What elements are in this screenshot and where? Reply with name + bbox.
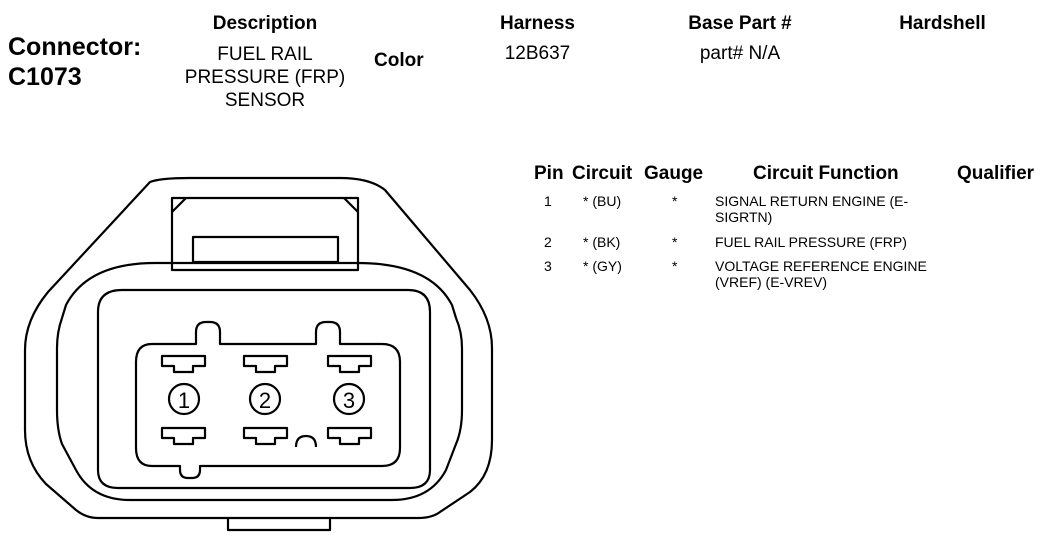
circuit-function: SIGNAL RETURN ENGINE (E-SIGRTN) [715,193,909,225]
circuit-value: * (GY) [583,258,622,274]
column-header-pin: Pin [534,163,564,184]
column-header-qualifier: Qualifier [957,163,1035,184]
base-part-header: Base Part # [688,13,792,34]
pin-1-label: 1 [178,388,190,413]
harness-value: 12B637 [504,43,571,64]
description-header: Description [212,13,318,34]
column-header-circuit-function: Circuit Function [753,163,899,184]
pin-3-label: 3 [343,388,355,413]
connector-face-diagram: 1 2 3 [23,176,494,532]
column-header-gauge: Gauge [644,163,704,184]
housing-inner-wall [55,261,464,502]
circuit-function: FUEL RAIL PRESSURE (FRP) [715,234,907,250]
connector-label: Connector: C1073 [8,32,141,92]
pin-number: 1 [544,193,552,209]
connector-id: C1073 [8,63,82,91]
gauge-value: * [672,234,678,250]
base-part-value: part# N/A [699,43,781,64]
hardshell-header: Hardshell [899,13,986,34]
pin-3-terminal: 3 [326,354,373,446]
gauge-value: * [672,193,678,209]
harness-header: Harness [500,13,575,34]
pin-number: 2 [544,234,552,250]
column-header-circuit: Circuit [572,163,633,184]
connector-housing [23,176,494,532]
locking-latch [170,196,360,272]
circuit-function: VOLTAGE REFERENCE ENGINE (VREF) (E-VREV) [715,258,927,290]
circuit-value: * (BK) [583,234,621,250]
pin-2-terminal: 2 [242,354,289,446]
description-value: FUEL RAIL PRESSURE (FRP) SENSOR [184,44,346,111]
pin-2-label: 2 [259,388,271,413]
circuit-value: * (BU) [583,193,622,209]
pin-1-terminal: 1 [160,354,207,446]
pin-number: 3 [544,258,552,274]
color-header: Color [374,50,424,71]
gauge-value: * [672,258,678,274]
terminal-cavity [96,288,432,490]
connector-title: Connector: [8,33,142,61]
